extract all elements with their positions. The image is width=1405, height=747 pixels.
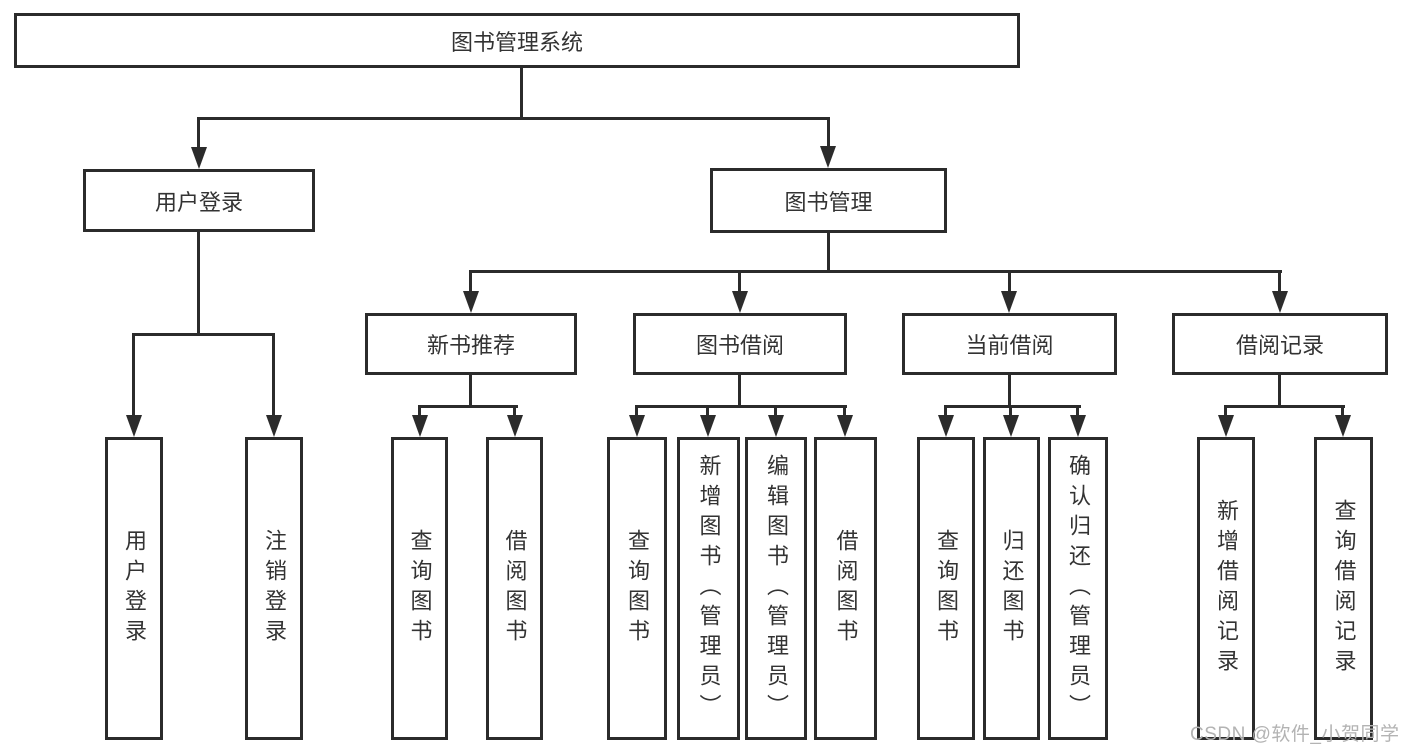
leaf-newbooks-borrow: 借阅图书 xyxy=(486,437,543,740)
node-new-book-recommend-label: 新书推荐 xyxy=(426,333,515,358)
arrow-down-icon xyxy=(837,415,853,437)
node-root-label: 图书管理系统 xyxy=(450,29,583,55)
connector-root-left-drop xyxy=(197,117,200,148)
node-book-borrow-label: 图书借阅 xyxy=(695,333,784,358)
connector-records-drop-2 xyxy=(1341,405,1344,417)
csdn-watermark: CSDN @软件_小贺同学 xyxy=(1190,724,1400,745)
arrow-down-icon xyxy=(732,291,748,313)
connector-userlogin-drop-1 xyxy=(132,333,135,417)
leaf-borrow-borrow-label: 借阅图书 xyxy=(833,528,859,649)
node-user-login: 用户登录 xyxy=(83,169,315,232)
connector-records-split xyxy=(1224,405,1345,408)
leaf-borrow-query-label: 查询图书 xyxy=(625,528,650,649)
leaf-borrow-edit-admin-label: 编辑图书（管理员） xyxy=(764,453,789,724)
leaf-records-add-label: 新增借阅记录 xyxy=(1214,498,1239,679)
arrow-down-icon xyxy=(126,415,142,437)
leaf-borrow-add-admin: 新增图书（管理员） xyxy=(677,437,740,740)
arrow-down-icon xyxy=(768,415,784,437)
node-current-borrow: 当前借阅 xyxy=(902,313,1117,375)
connector-newbooks-drop-1 xyxy=(418,405,421,417)
connector-records-drop-1 xyxy=(1224,405,1227,417)
connector-root-right-drop xyxy=(827,117,830,148)
arrow-down-icon xyxy=(1272,291,1288,313)
node-book-management-label: 图书管理 xyxy=(784,189,873,215)
arrow-down-icon xyxy=(1218,415,1234,437)
arrow-down-icon xyxy=(1335,415,1351,437)
leaf-borrow-edit-admin: 编辑图书（管理员） xyxy=(745,437,807,740)
leaf-user-login: 用户登录 xyxy=(105,437,163,740)
connector-bookborrow-stem xyxy=(738,373,741,408)
node-borrow-records-label: 借阅记录 xyxy=(1235,333,1324,358)
connector-userlogin-drop-2 xyxy=(272,333,275,417)
leaf-newbooks-query: 查询图书 xyxy=(391,437,448,740)
connector-bookmgmt-drop-4 xyxy=(1278,270,1281,293)
leaf-logout: 注销登录 xyxy=(245,437,303,740)
node-book-borrow: 图书借阅 xyxy=(633,313,847,375)
connector-bookborrow-drop-2 xyxy=(706,405,709,417)
leaf-records-query-label: 查询借阅记录 xyxy=(1331,498,1357,679)
arrow-down-icon xyxy=(507,415,523,437)
node-user-login-label: 用户登录 xyxy=(154,189,243,215)
connector-current-drop-1 xyxy=(944,405,947,417)
node-current-borrow-label: 当前借阅 xyxy=(965,333,1054,358)
connector-newbooks-split xyxy=(418,405,518,408)
connector-root-split xyxy=(197,117,830,120)
connector-bookborrow-drop-1 xyxy=(635,405,638,417)
connector-current-split xyxy=(944,405,1081,408)
node-root: 图书管理系统 xyxy=(14,13,1020,68)
leaf-newbooks-borrow-label: 借阅图书 xyxy=(502,528,528,649)
connector-bookmgmt-stem xyxy=(827,231,830,273)
node-new-book-recommend: 新书推荐 xyxy=(365,313,577,375)
leaf-newbooks-query-label: 查询图书 xyxy=(407,528,433,649)
connector-userlogin-stem xyxy=(197,230,200,336)
connector-bookmgmt-drop-1 xyxy=(469,270,472,293)
connector-current-drop-3 xyxy=(1076,405,1079,417)
connector-userlogin-split xyxy=(132,333,275,336)
arrow-down-icon xyxy=(266,415,282,437)
leaf-borrow-query: 查询图书 xyxy=(607,437,667,740)
leaf-logout-label: 注销登录 xyxy=(262,528,287,649)
node-book-management: 图书管理 xyxy=(710,168,947,233)
leaf-borrow-add-admin-label: 新增图书（管理员） xyxy=(696,453,722,724)
arrow-down-icon xyxy=(191,147,207,169)
connector-current-drop-2 xyxy=(1009,405,1012,417)
arrow-down-icon xyxy=(700,415,716,437)
arrow-down-icon xyxy=(463,291,479,313)
connector-records-stem xyxy=(1278,373,1281,408)
leaf-current-return-label: 归还图书 xyxy=(999,528,1025,649)
leaf-records-query: 查询借阅记录 xyxy=(1314,437,1373,740)
arrow-down-icon xyxy=(1070,415,1086,437)
arrow-down-icon xyxy=(629,415,645,437)
connector-bookborrow-split xyxy=(635,405,847,408)
connector-bookmgmt-drop-3 xyxy=(1008,270,1011,293)
arrow-down-icon xyxy=(820,146,836,168)
leaf-current-query: 查询图书 xyxy=(917,437,975,740)
connector-root-stem xyxy=(520,66,523,120)
connector-bookmgmt-split xyxy=(469,270,1282,273)
leaf-current-return: 归还图书 xyxy=(983,437,1040,740)
connector-newbooks-drop-2 xyxy=(513,405,516,417)
connector-newbooks-stem xyxy=(469,373,472,408)
leaf-current-confirm-admin: 确认归还（管理员） xyxy=(1048,437,1108,740)
connector-current-stem xyxy=(1008,373,1011,408)
arrow-down-icon xyxy=(938,415,954,437)
arrow-down-icon xyxy=(1003,415,1019,437)
connector-bookborrow-drop-3 xyxy=(774,405,777,417)
leaf-current-query-label: 查询图书 xyxy=(934,528,959,649)
leaf-borrow-borrow: 借阅图书 xyxy=(814,437,877,740)
arrow-down-icon xyxy=(1001,291,1017,313)
arrow-down-icon xyxy=(412,415,428,437)
connector-bookborrow-drop-4 xyxy=(843,405,846,417)
leaf-user-login-label: 用户登录 xyxy=(122,528,147,649)
leaf-records-add: 新增借阅记录 xyxy=(1197,437,1255,740)
connector-bookmgmt-drop-2 xyxy=(738,270,741,293)
leaf-current-confirm-admin-label: 确认归还（管理员） xyxy=(1066,453,1091,724)
node-borrow-records: 借阅记录 xyxy=(1172,313,1388,375)
